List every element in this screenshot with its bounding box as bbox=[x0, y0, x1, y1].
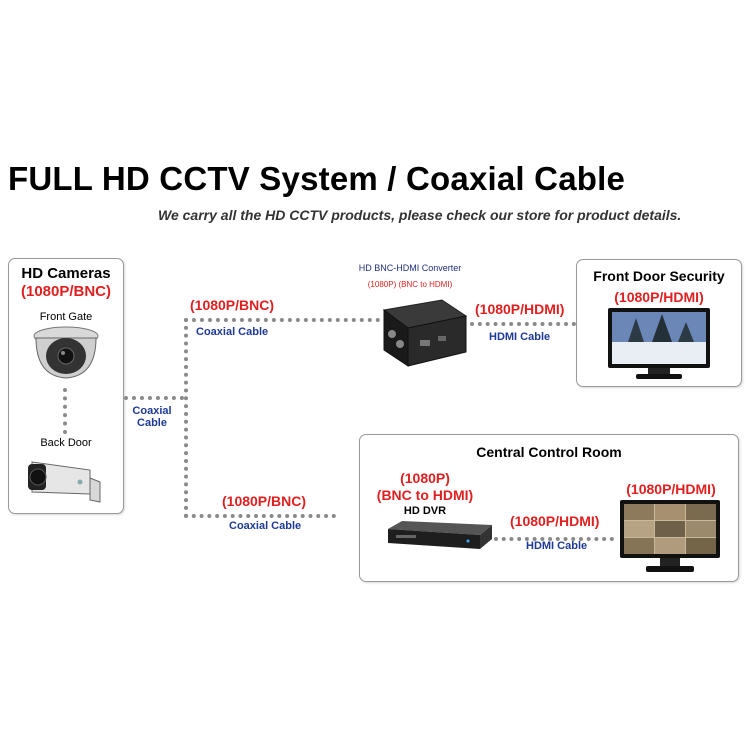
dvr-device-icon bbox=[388, 521, 492, 549]
bullet-camera-icon bbox=[28, 461, 101, 503]
converter-hdmi-spec: (1080P/HDMI) bbox=[475, 301, 565, 317]
cameras-cable-dots bbox=[124, 396, 184, 400]
back-door-label: Back Door bbox=[40, 437, 92, 449]
dvr-spec-2: (BNC to HDMI) bbox=[376, 487, 474, 503]
diagram-title: FULL HD CCTV System / Coaxial Cable bbox=[8, 160, 626, 197]
converter-hdmi-dots bbox=[470, 322, 576, 326]
converter-hdmi-cable: HDMI Cable bbox=[489, 331, 551, 343]
front-door-monitor-icon bbox=[608, 308, 710, 379]
control-monitor-spec: (1080P/HDMI) bbox=[626, 481, 716, 497]
control-room-monitor-icon bbox=[620, 500, 720, 572]
diagram-subtitle: We carry all the HD CCTV products, pleas… bbox=[158, 207, 682, 223]
front-door-title: Front Door Security bbox=[593, 268, 725, 284]
front-gate-label: Front Gate bbox=[39, 311, 93, 323]
dvr-label: HD DVR bbox=[403, 505, 447, 517]
lower-cable-spec: (1080P/BNC) bbox=[222, 493, 307, 509]
upper-cable-spec: (1080P/BNC) bbox=[190, 297, 275, 313]
camera-link-dots bbox=[63, 388, 67, 434]
control-room-title: Central Control Room bbox=[476, 444, 622, 460]
converter-title: HD BNC-HDMI Converter bbox=[358, 263, 462, 273]
cameras-cable-label-1: Coaxial bbox=[132, 405, 172, 417]
front-door-spec: (1080P/HDMI) bbox=[614, 289, 704, 305]
cameras-cable-label-2: Cable bbox=[137, 417, 167, 429]
dvr-hdmi-dots bbox=[494, 537, 614, 541]
converter-spec: (1080P) (BNC to HDMI) bbox=[367, 280, 453, 289]
cameras-title: HD Cameras bbox=[21, 265, 111, 282]
lower-cable-dots bbox=[184, 514, 336, 518]
dome-camera-icon bbox=[33, 326, 99, 379]
dvr-hdmi-cable: HDMI Cable bbox=[526, 540, 588, 552]
cameras-spec: (1080P/BNC) bbox=[20, 283, 112, 300]
dvr-hdmi-spec: (1080P/HDMI) bbox=[510, 513, 600, 529]
lower-cable-label: Coaxial Cable bbox=[229, 520, 302, 532]
trunk-cable-dots bbox=[184, 318, 188, 518]
converter-device-icon bbox=[382, 299, 468, 367]
upper-cable-label: Coaxial Cable bbox=[196, 326, 269, 338]
dvr-spec-1: (1080P) bbox=[400, 470, 450, 486]
upper-cable-dots bbox=[184, 318, 380, 322]
